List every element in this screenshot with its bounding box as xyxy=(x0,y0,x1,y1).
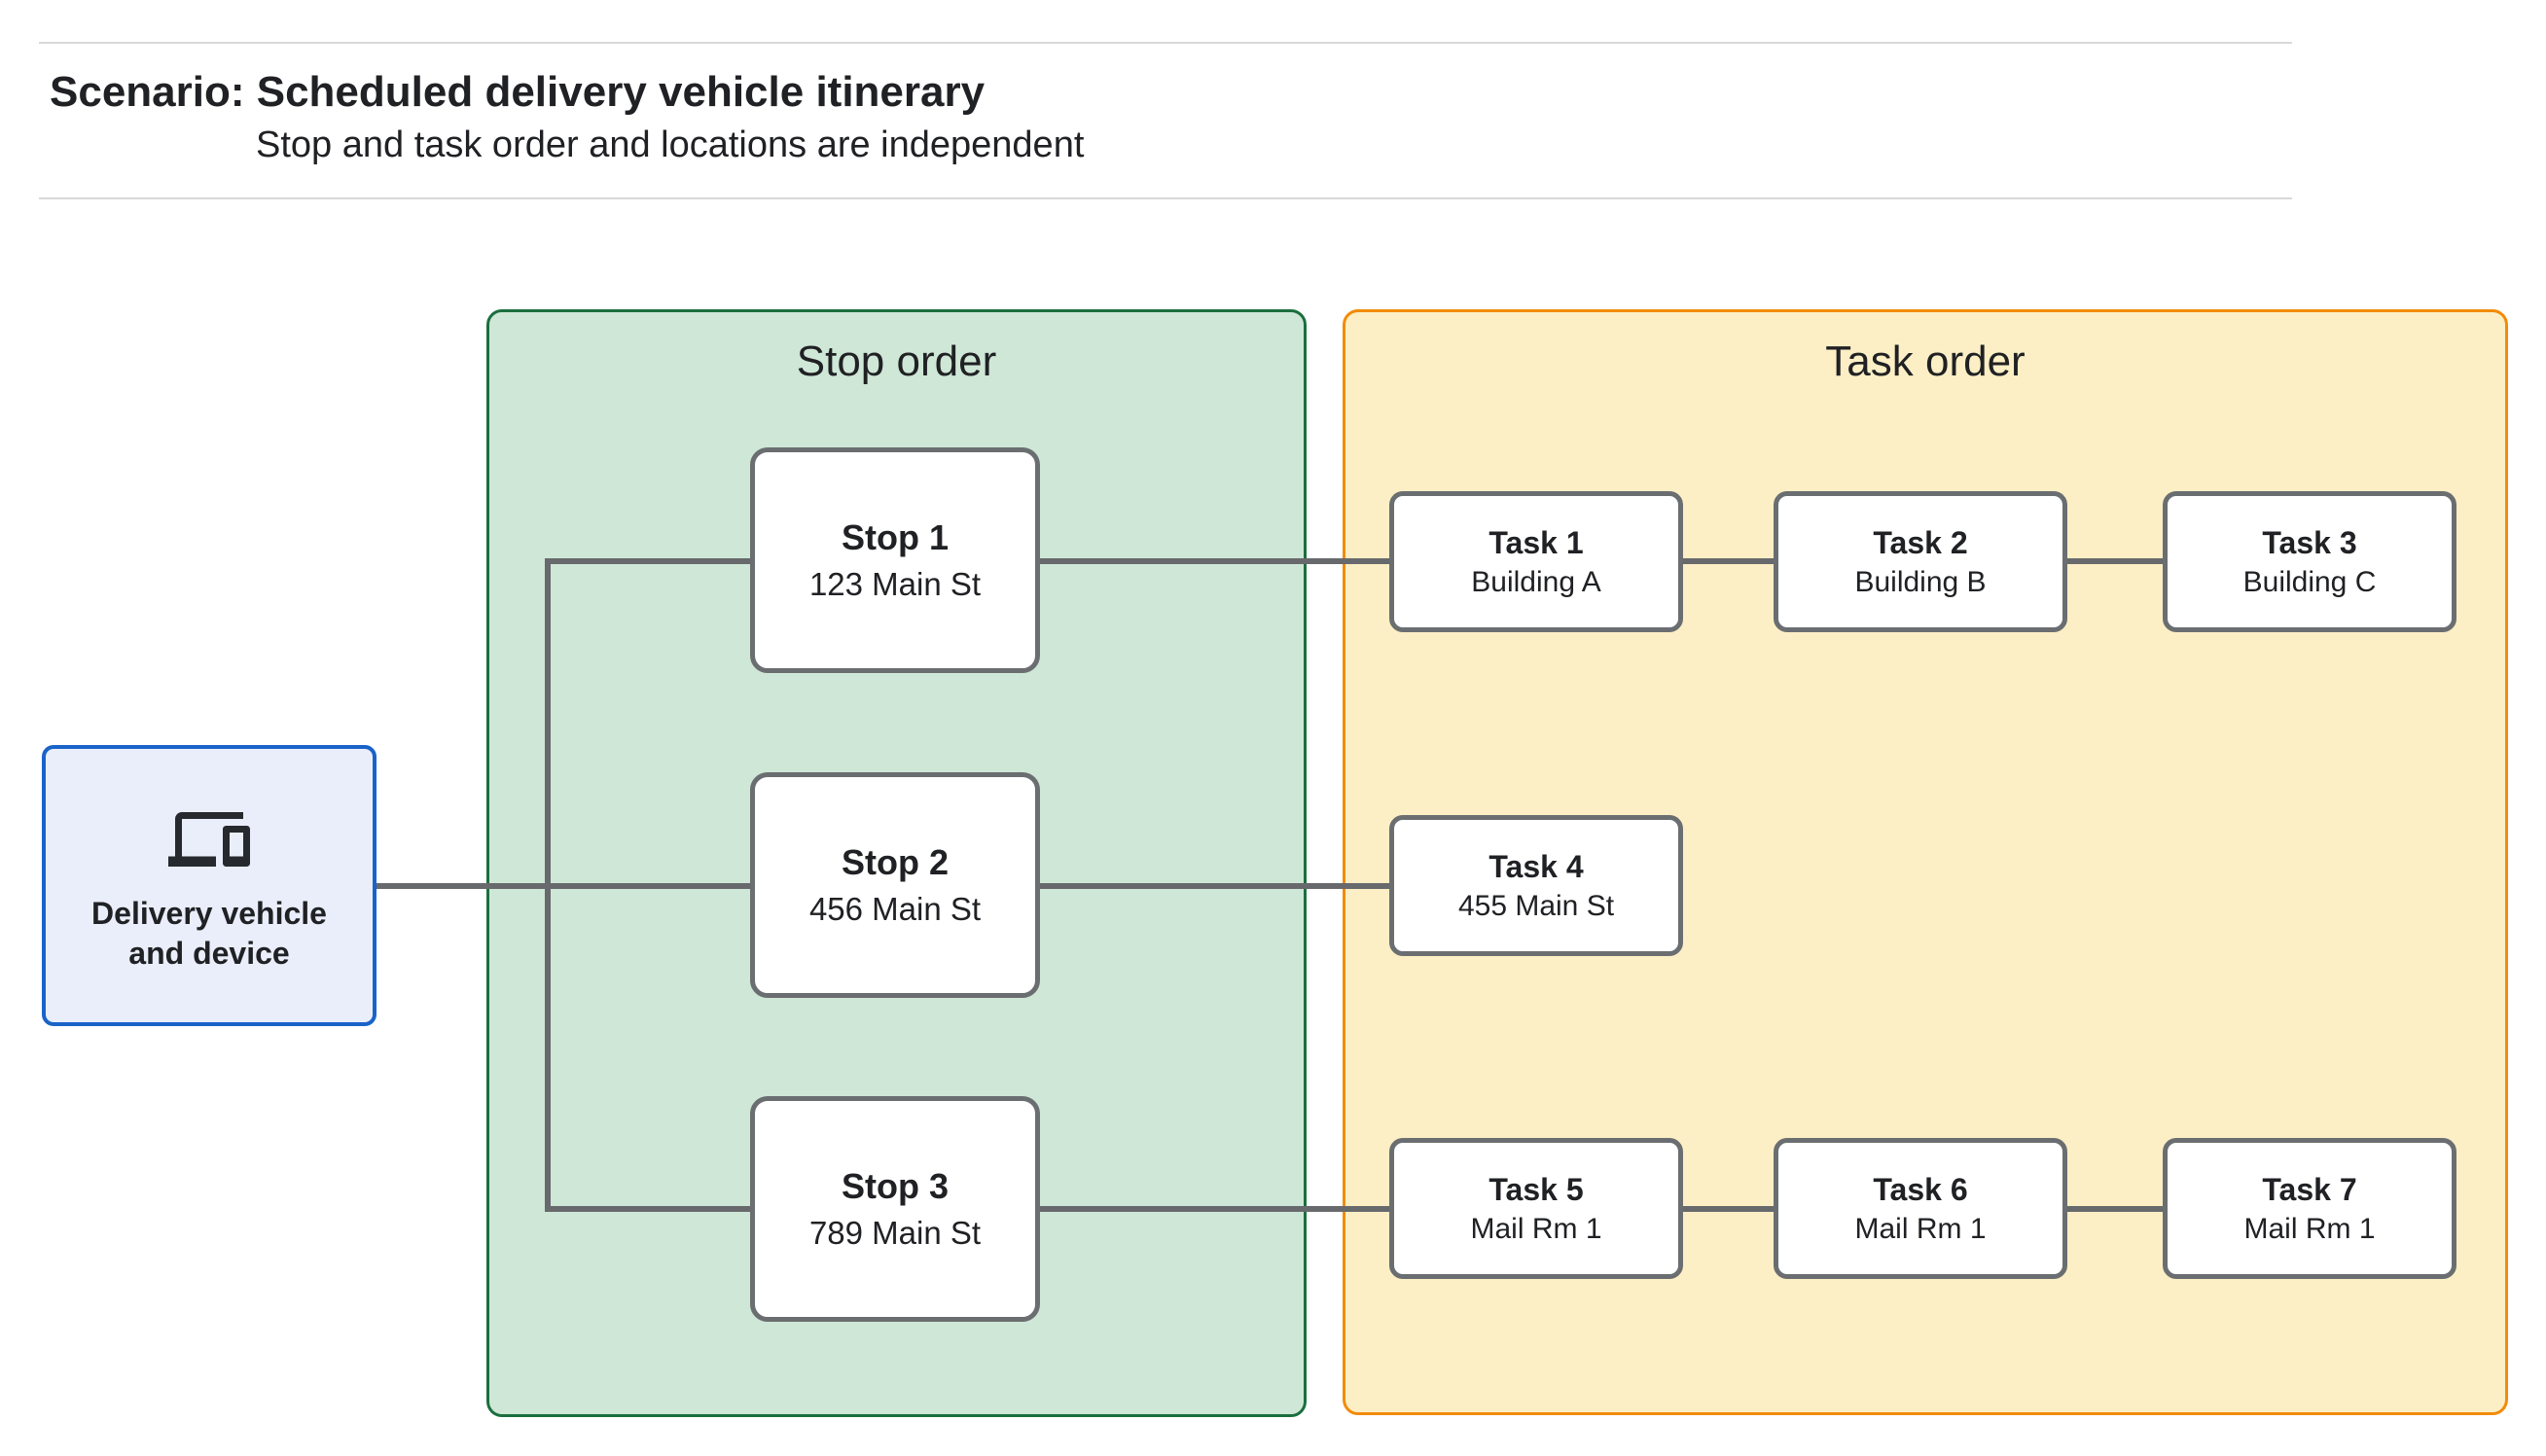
task-3-location: Building C xyxy=(2242,565,2377,598)
task-4-node: Task 4 455 Main St xyxy=(1389,815,1683,956)
connector-branch-to-stop1 xyxy=(545,558,750,564)
task-5-title: Task 5 xyxy=(1488,1171,1584,1207)
task-1-title: Task 1 xyxy=(1488,524,1584,560)
task-3-title: Task 3 xyxy=(2262,524,2357,560)
devices-icon xyxy=(168,811,250,867)
stop-3-title: Stop 3 xyxy=(841,1166,949,1206)
task-4-location: 455 Main St xyxy=(1457,889,1615,922)
task-order-label: Task order xyxy=(1825,337,2026,385)
stop-2-node: Stop 2 456 Main St xyxy=(750,772,1040,998)
connector-task2-to-task3 xyxy=(2067,558,2163,564)
stop-3-node: Stop 3 789 Main St xyxy=(750,1096,1040,1322)
stop-1-node: Stop 1 123 Main St xyxy=(750,447,1040,673)
task-2-title: Task 2 xyxy=(1873,524,1968,560)
stop-2-title: Stop 2 xyxy=(841,842,949,882)
connector-task6-to-task7 xyxy=(2067,1206,2163,1212)
stop-order-label: Stop order xyxy=(796,337,997,385)
task-1-node: Task 1 Building A xyxy=(1389,491,1683,632)
task-1-location: Building A xyxy=(1471,565,1601,598)
task-6-node: Task 6 Mail Rm 1 xyxy=(1774,1138,2067,1279)
task-2-location: Building B xyxy=(1854,565,1987,598)
task-3-node: Task 3 Building C xyxy=(2163,491,2456,632)
task-5-node: Task 5 Mail Rm 1 xyxy=(1389,1138,1683,1279)
task-7-node: Task 7 Mail Rm 1 xyxy=(2163,1138,2456,1279)
connector-stop3-to-task5 xyxy=(1040,1206,1389,1212)
connector-stop1-to-task1 xyxy=(1040,558,1389,564)
connector-stop2-to-task4 xyxy=(1040,883,1389,889)
stop-2-address: 456 Main St xyxy=(808,891,982,927)
connector-task5-to-task6 xyxy=(1683,1206,1774,1212)
delivery-vehicle-box: Delivery vehicle and device xyxy=(42,745,377,1026)
task-2-node: Task 2 Building B xyxy=(1774,491,2067,632)
divider-top xyxy=(39,42,2292,44)
stop-3-address: 789 Main St xyxy=(808,1215,982,1251)
task-4-title: Task 4 xyxy=(1488,848,1584,884)
task-7-title: Task 7 xyxy=(2262,1171,2357,1207)
connector-trunk-vertical xyxy=(545,558,551,1212)
task-5-location: Mail Rm 1 xyxy=(1470,1212,1602,1245)
connector-source-to-stop2 xyxy=(377,883,750,889)
connector-task1-to-task2 xyxy=(1683,558,1774,564)
page-title: Scenario: Scheduled delivery vehicle iti… xyxy=(50,68,986,116)
page-subtitle: Stop and task order and locations are in… xyxy=(256,124,1085,165)
stop-1-title: Stop 1 xyxy=(841,517,949,557)
divider-bottom xyxy=(39,197,2292,199)
task-6-location: Mail Rm 1 xyxy=(1854,1212,1987,1245)
task-7-location: Mail Rm 1 xyxy=(2243,1212,2376,1245)
delivery-vehicle-label: Delivery vehicle and device xyxy=(91,895,327,971)
stop-1-address: 123 Main St xyxy=(808,566,982,602)
task-6-title: Task 6 xyxy=(1873,1171,1968,1207)
connector-branch-to-stop3 xyxy=(545,1206,750,1212)
